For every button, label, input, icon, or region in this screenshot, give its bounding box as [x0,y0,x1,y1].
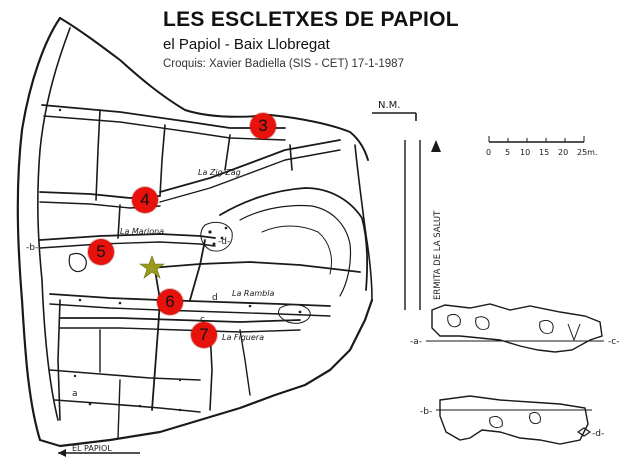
passage-top [41,104,286,129]
map-credit: Croquis: Xavier Badiella (SIS - CET) 17-… [163,58,404,70]
passage-zigzag-2 [159,149,341,203]
fissure-9 [57,299,61,421]
location-marker-6[interactable]: 6 [157,289,183,315]
chamber-rubble-2 [277,304,311,324]
right-inner-contour-2 [261,225,332,275]
inner-outline-left [37,27,71,421]
label-figuera: La Figuera [222,333,264,342]
location-marker-7[interactable]: 7 [191,322,217,348]
road-arrow-icon [431,140,441,152]
section-a-label: -a- [410,337,422,347]
section-b-plan: -b- [26,243,38,253]
label-zigzag: La Zig Zag [198,168,241,177]
passage-lower-2 [54,399,201,413]
rubble-dot [178,378,182,382]
section-d-label: -d- [592,429,604,439]
map-subtitle: el Papiol - Baix Llobregat [163,36,330,53]
section-d-mid: d [212,293,218,303]
passage-mariona [39,233,216,241]
location-marker-3[interactable]: 3 [250,113,276,139]
section-c-label: -c- [608,337,619,347]
passage-top-2 [43,115,286,141]
scale-tick: 0 [486,148,491,157]
scale-tick: 25m. [577,148,598,157]
scale-tick: 20 [558,148,568,157]
road-label: ERMITA DE LA SALUT [433,210,443,300]
rubble-dot [118,301,122,305]
scale-tick: 5 [505,148,510,157]
rubble-dot [58,108,62,112]
cross-section-a: -a- -c- [410,303,619,353]
section-d-plan: -d- [218,237,230,247]
north-label: N.M. [378,100,400,111]
chamber-left [68,252,87,273]
passage-rambla [49,293,331,307]
rubble-dot [88,402,92,406]
fissure-5 [117,204,121,239]
cross-section-b: -b- -d- [420,395,604,445]
outer-outline-top [59,17,369,161]
rubble-dot [78,298,82,302]
papiol-arrow: EL PAPIOL [58,444,140,457]
fissure-2 [159,124,166,197]
road: ERMITA DE LA SALUT [404,140,443,310]
north-arrow-icon: N.M. [372,100,417,121]
star-marker-icon [139,255,165,279]
fissure-1 [95,109,101,201]
section-a-low: a [72,389,78,399]
scale-bar: 0 5 10 15 20 25m. [486,136,598,157]
section-c-mid: c [200,315,205,325]
fissure-3 [224,134,231,171]
label-rambla: La Rambla [232,289,274,298]
rubble-dot [138,404,142,408]
scale-tick: 15 [539,148,549,157]
passage-rambla-2 [49,303,331,317]
rubble-dot [73,374,77,378]
rubble-dot [212,242,216,246]
passage-rambla-top [149,261,361,273]
passage-figuera [59,317,301,323]
rubble-dot [178,408,182,412]
location-marker-5[interactable]: 5 [88,239,114,265]
map-title: LES ESCLETXES DE PAPIOL [163,8,459,31]
outer-outline [16,16,374,448]
passage-lower [49,369,201,381]
rubble-dot [208,230,212,234]
right-inner-contour [239,204,352,297]
label-mariona: La Mariona [120,227,164,236]
rubble-dot [224,226,228,230]
fissure-6 [189,239,206,301]
rubble-dot [248,304,252,308]
fissure-4 [289,144,293,171]
rubble-dot [220,236,224,240]
passage-zigzag [159,139,341,193]
chamber-rubble [200,221,233,252]
passage-mariona-2 [39,241,216,249]
passage-figuera-2 [59,327,301,333]
bottom-label: EL PAPIOL [72,444,112,453]
right-block-outline [219,187,369,291]
rubble-dot [298,310,302,314]
scale-tick: 10 [520,148,530,157]
fissure-11 [117,379,121,439]
location-marker-4[interactable]: 4 [132,187,158,213]
fissure-12 [239,329,251,396]
section-b-label: -b- [420,407,432,417]
fissure-7 [151,269,161,411]
